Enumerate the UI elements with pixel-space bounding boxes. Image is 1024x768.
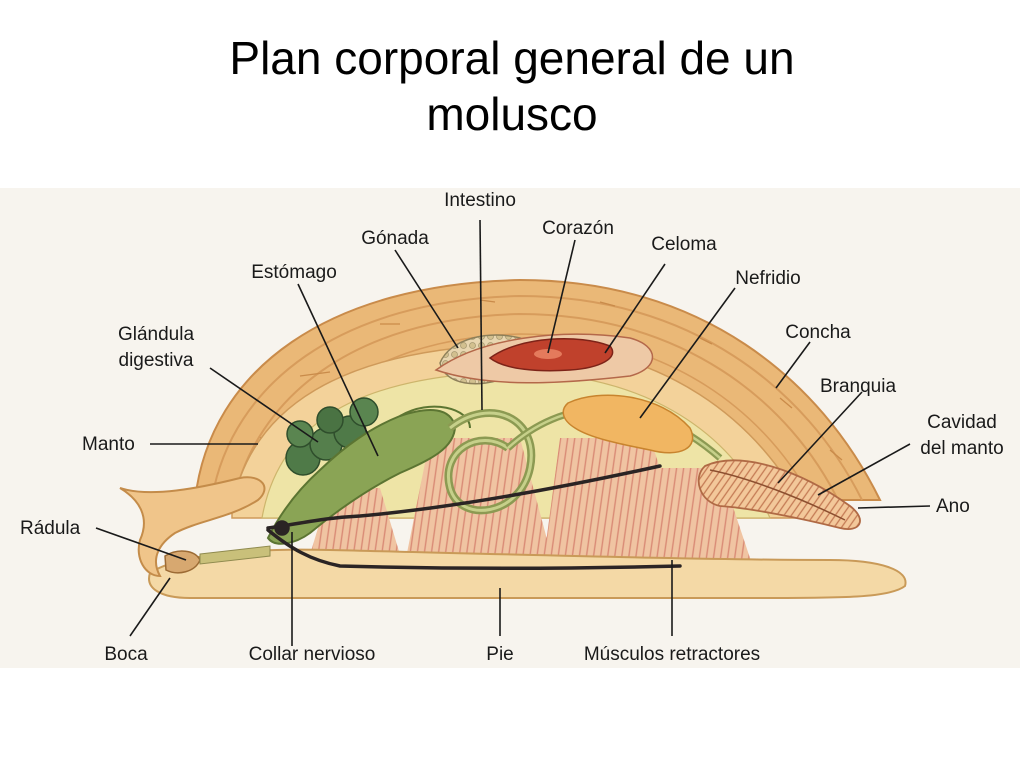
title-line-2: molusco	[426, 88, 598, 140]
gill	[697, 459, 861, 530]
label-collar: Collar nervioso	[249, 644, 376, 665]
label-boca: Boca	[104, 644, 148, 665]
mollusc-diagram: Intestino Corazón Gónada Celoma Estómago…	[0, 188, 1024, 668]
label-radula: Rádula	[20, 518, 81, 539]
head	[119, 476, 271, 578]
label-concha: Concha	[785, 322, 851, 343]
label-glandula-2: digestiva	[119, 350, 194, 371]
label-corazon: Corazón	[542, 218, 614, 239]
label-glandula-1: Glándula	[118, 324, 194, 345]
nephridium	[562, 394, 694, 454]
diagram-svg: Intestino Corazón Gónada Celoma Estómago…	[0, 188, 1020, 668]
slide-title: Plan corporal general de un molusco	[0, 30, 1024, 142]
label-cavidad-1: Cavidad	[927, 412, 997, 433]
label-estomago: Estómago	[251, 262, 337, 283]
foot	[148, 548, 907, 599]
heart	[434, 333, 654, 384]
label-celoma: Celoma	[651, 234, 717, 255]
label-gonada: Gónada	[361, 228, 429, 249]
leader-lines	[95, 219, 931, 646]
label-musculos: Músculos retractores	[584, 644, 760, 665]
label-ano: Ano	[936, 496, 970, 517]
label-manto: Manto	[82, 434, 135, 455]
label-nefridio: Nefridio	[735, 268, 800, 289]
label-pie: Pie	[486, 644, 513, 665]
label-intestino: Intestino	[444, 190, 516, 211]
nerve-cord	[266, 464, 682, 571]
title-line-1: Plan corporal general de un	[229, 32, 795, 84]
label-cavidad-2: del manto	[920, 438, 1003, 459]
label-branquia: Branquia	[820, 376, 896, 397]
